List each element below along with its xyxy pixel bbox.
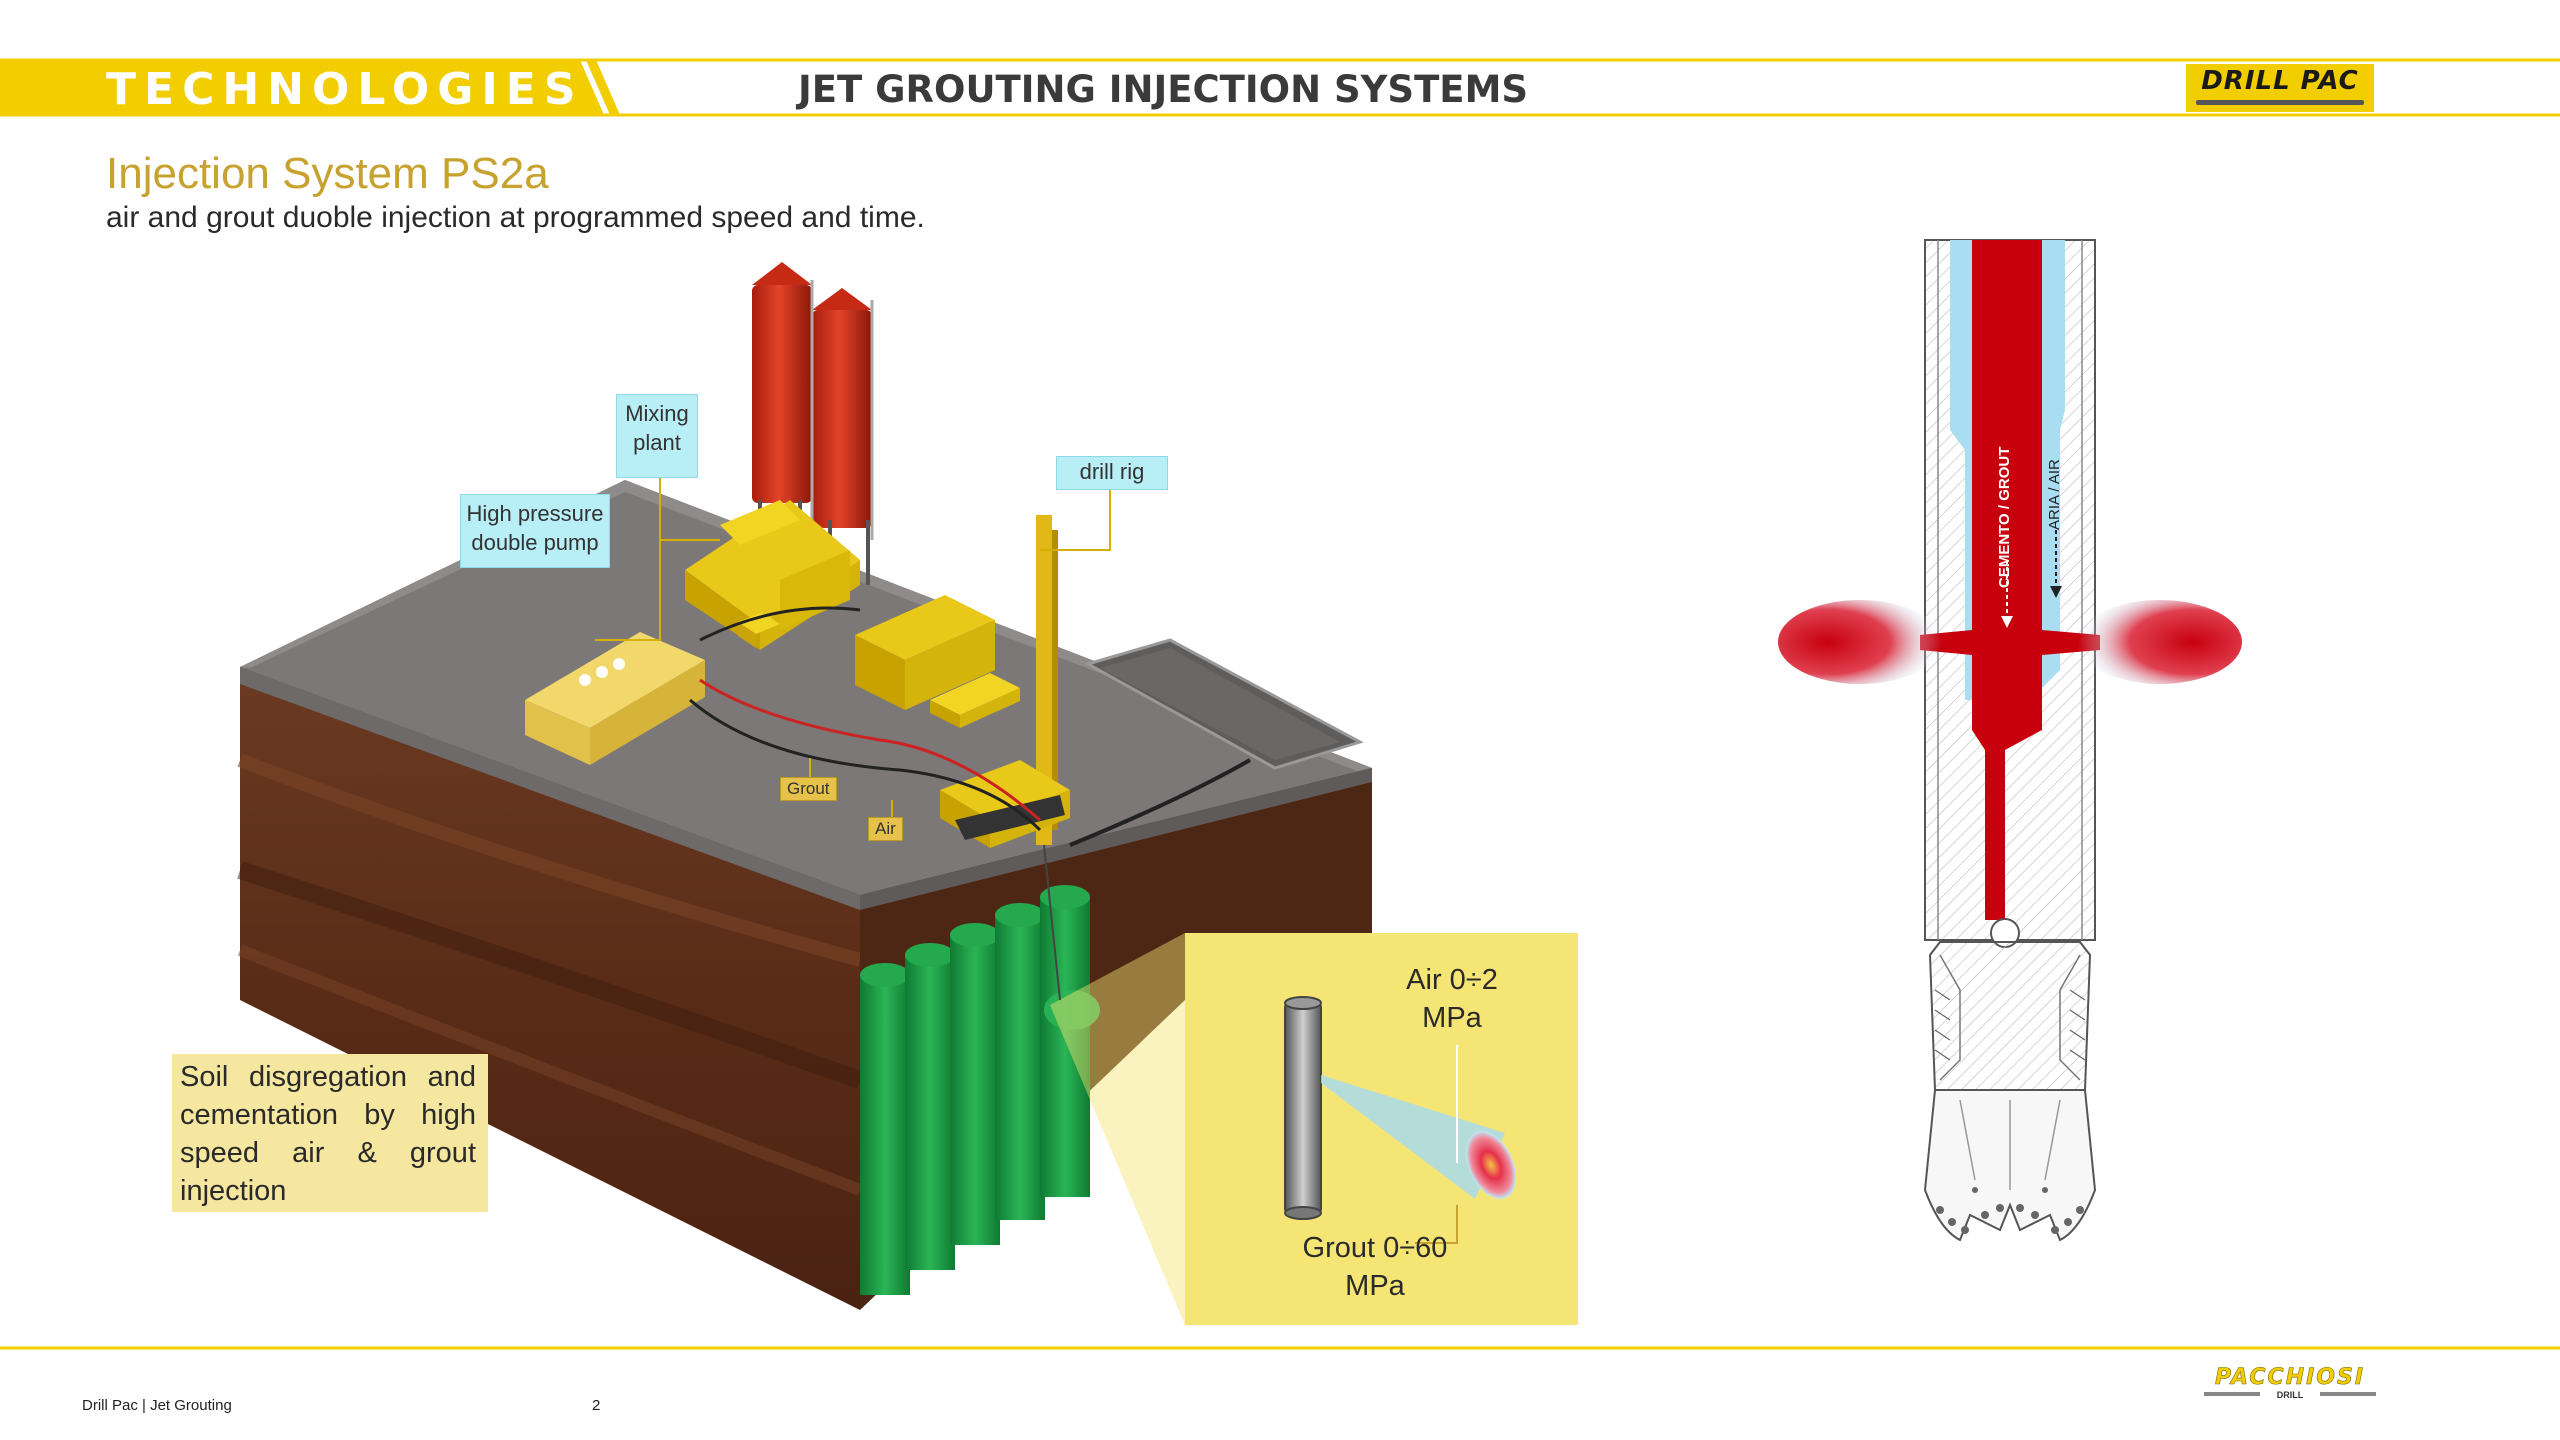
left-jet — [1778, 600, 1942, 684]
grout-channel-label: CEMENTO / GROUT — [1996, 446, 2013, 588]
drill-rig-callout: drill rig — [1056, 456, 1168, 490]
pump-label: High pressure double pump — [466, 501, 604, 555]
nozzle-detail-illustration — [1284, 996, 1517, 1244]
drill-pac-logo: DRILL PAC — [2186, 64, 2374, 112]
mixing-plant-callout: Mixing plant — [616, 394, 698, 478]
pump-callout: High pressure double pump — [460, 494, 610, 568]
monitor-cross-section — [1778, 239, 2242, 1242]
mixing-plant-label: Mixing plant — [625, 401, 689, 455]
logo-text: DRILL PAC — [2201, 66, 2359, 96]
air-hose — [689, 698, 1042, 832]
footer-text: Drill Pac | Jet Grouting — [82, 1397, 232, 1414]
jet-grout-columns — [860, 885, 1100, 1295]
nozzle-detail-box: Air 0÷2 MPa Grout 0÷60 MPa — [1185, 933, 1578, 1325]
grout-hose — [699, 678, 1041, 822]
soil-left-face — [240, 667, 860, 1310]
header-band — [0, 58, 2560, 117]
page-subtitle: air and grout duoble injection at progra… — [106, 201, 925, 234]
grout-channel — [1972, 240, 2042, 920]
right-jet — [2078, 600, 2242, 684]
pacchiosi-logo: PACCHIOSI DRILL — [2200, 1365, 2380, 1403]
pacchiosi-logo-text: PACCHIOSI — [2214, 1365, 2366, 1391]
logo-drill-bar — [2196, 100, 2364, 105]
page-number: 2 — [592, 1397, 601, 1414]
pacchiosi-logo-sub: DRILL — [2260, 1390, 2320, 1400]
ground-surface — [240, 480, 1372, 895]
soil-note: Soil disgregation and cementation by hig… — [180, 1061, 476, 1207]
drill-rig-label: drill rig — [1079, 459, 1145, 484]
air-pressure-label: Air 0÷2 MPa — [1406, 964, 1498, 1034]
generator — [738, 612, 780, 648]
section-label: TECHNOLOGIES — [106, 64, 584, 115]
zoom-beam — [1050, 933, 1185, 1325]
header-title: JET GROUTING INJECTION SYSTEMS — [798, 68, 1529, 111]
page-title: Injection System PS2a — [106, 149, 549, 198]
pump-container — [525, 632, 705, 765]
air-channel-label: ARIA / AIR — [2046, 459, 2063, 530]
soil-note-box: Soil disgregation and cementation by hig… — [172, 1054, 488, 1212]
air-tag: Air — [868, 817, 903, 841]
storage-containers — [855, 595, 1020, 728]
footer-rule — [0, 1346, 2560, 1350]
grout-tag: Grout — [780, 777, 837, 801]
silos — [752, 262, 874, 585]
grout-pressure-label: Grout 0÷60 MPa — [1302, 1232, 1448, 1302]
